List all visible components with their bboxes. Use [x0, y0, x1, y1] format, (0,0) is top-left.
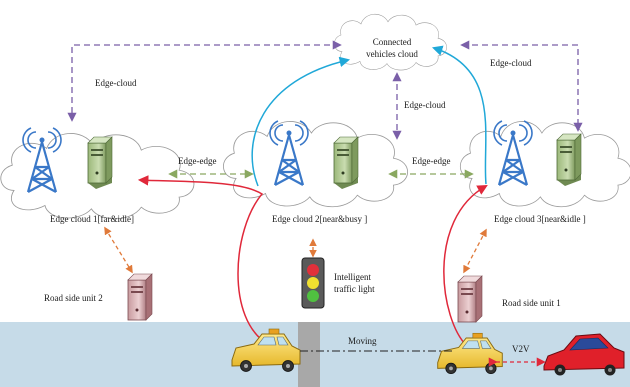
- connected-cloud-label-2: vehicles cloud: [366, 49, 418, 59]
- crosswalk: [298, 322, 320, 387]
- edge-cloud-label-left: Edge-cloud: [95, 78, 137, 88]
- v2v-label: V2V: [512, 344, 530, 354]
- road-side-unit-icon: [457, 275, 483, 323]
- edge-cloud-link-right: [460, 40, 583, 132]
- edge-cloud-3-label: Edge cloud 3[near&idle ]: [494, 214, 586, 224]
- connected-cloud-label-1: Connected: [373, 37, 412, 47]
- uplink-path-right: [443, 184, 488, 347]
- rsu2-link: [104, 226, 133, 274]
- edge-edge-label-left: Edge-edge: [178, 156, 216, 166]
- edge-cloud-2-label: Edge cloud 2[near&busy ]: [272, 214, 367, 224]
- edge-cloud-1-label: Edge cloud 1[far&idle]: [50, 214, 134, 224]
- edge-cloud-label-center: Edge-cloud: [404, 100, 446, 110]
- road-side-unit-icon: [127, 273, 153, 321]
- rsu-2-label: Road side unit 2: [44, 293, 103, 303]
- rsu1-link: [463, 228, 487, 274]
- edge-edge-label-right: Edge-edge: [412, 156, 450, 166]
- server-icon: [333, 136, 359, 190]
- car-icon: [543, 333, 625, 376]
- moving-label: Moving: [348, 336, 377, 346]
- server-icon: [87, 136, 113, 190]
- edge-cloud-label-right: Edge-cloud: [490, 58, 532, 68]
- traffic-light-icon: [301, 257, 325, 309]
- offload-path-right: [432, 45, 487, 185]
- rsu-1-label: Road side unit 1: [502, 298, 561, 308]
- uplink-path-left: [137, 175, 269, 345]
- server-icon: [556, 133, 582, 187]
- traffic-light-label-1: Intelligent: [334, 272, 371, 282]
- offload-path-center: [251, 56, 351, 187]
- traffic-light-label-2: traffic light: [334, 284, 375, 294]
- edge-cloud-2: [223, 121, 409, 208]
